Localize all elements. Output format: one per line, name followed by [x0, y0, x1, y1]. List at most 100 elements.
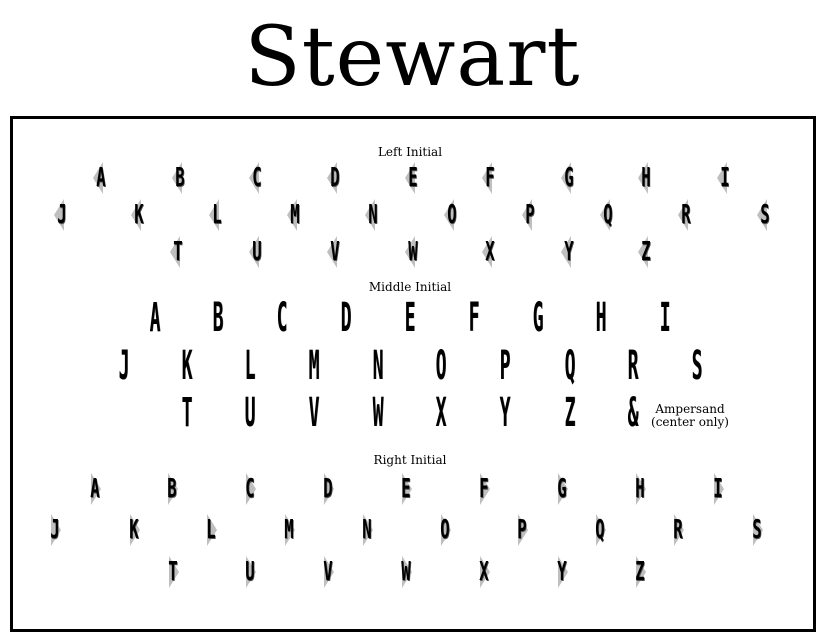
middle-initial-glyph: W [372, 390, 384, 436]
left-initial-glyph: C [252, 163, 262, 193]
left-initial-glyph: X [485, 237, 495, 267]
right-initial-glyph: C [245, 474, 255, 504]
left-initial-triangle-icon [249, 162, 259, 194]
right-initial-triangle-icon [674, 514, 684, 546]
right-initial-triangle-icon [246, 556, 256, 588]
specimen-frame [10, 116, 816, 632]
right-initial-triangle-icon [91, 473, 101, 505]
middle-initial-glyph: F [468, 295, 480, 341]
middle-initial-glyph: I [659, 295, 671, 341]
right-initial-triangle-icon [596, 514, 606, 546]
left-initial-glyph: V [330, 237, 340, 267]
left-initial-triangle-icon [482, 162, 492, 194]
left-initial-glyph: Z [641, 237, 651, 267]
middle-initial-glyph: K [181, 343, 193, 389]
left-initial-glyph: O [447, 200, 457, 230]
middle-initial-glyph: Z [564, 390, 576, 436]
left-initial-glyph: D [330, 163, 340, 193]
right-initial-triangle-icon [168, 473, 178, 505]
left-initial-glyph: H [641, 163, 651, 193]
right-initial-triangle-icon [130, 514, 140, 546]
left-initial-triangle-icon [54, 199, 64, 231]
right-initial-triangle-icon [480, 473, 490, 505]
right-initial-glyph: X [479, 557, 489, 587]
right-initial-glyph: A [90, 474, 100, 504]
middle-initial-label: Middle Initial [368, 280, 452, 294]
left-initial-triangle-icon [249, 236, 259, 268]
left-initial-glyph: S [760, 200, 770, 230]
right-initial-glyph: S [752, 515, 762, 545]
right-initial-glyph: O [440, 515, 450, 545]
right-initial-glyph: B [167, 474, 177, 504]
left-initial-glyph: K [134, 200, 144, 230]
right-initial-triangle-icon [480, 556, 490, 588]
middle-initial-glyph: Q [564, 343, 576, 389]
left-initial-glyph: Y [564, 237, 574, 267]
ampersand-note: Ampersand (center only) [651, 403, 729, 429]
right-initial-triangle-icon [402, 473, 412, 505]
right-initial-glyph: F [479, 474, 489, 504]
right-initial-triangle-icon [246, 473, 256, 505]
middle-initial-glyph: V [308, 390, 320, 436]
middle-initial-glyph: N [372, 343, 384, 389]
middle-initial-glyph: G [532, 295, 544, 341]
left-initial-triangle-icon [678, 199, 688, 231]
right-initial-glyph: V [323, 557, 333, 587]
page-title: Stewart [244, 10, 581, 105]
left-initial-triangle-icon [561, 236, 571, 268]
middle-initial-glyph: D [340, 295, 352, 341]
left-initial-triangle-icon [327, 236, 337, 268]
right-initial-triangle-icon [402, 556, 412, 588]
left-initial-triangle-icon [365, 199, 375, 231]
middle-initial-glyph: O [435, 343, 447, 389]
right-initial-triangle-icon [518, 514, 528, 546]
right-initial-glyph: T [168, 557, 178, 587]
left-initial-triangle-icon [600, 199, 610, 231]
right-initial-triangle-icon [558, 473, 568, 505]
middle-initial-glyph: S [691, 343, 703, 389]
right-initial-triangle-icon [441, 514, 451, 546]
middle-initial-glyph: X [435, 390, 447, 436]
right-initial-triangle-icon [169, 556, 179, 588]
left-initial-glyph: B [175, 163, 185, 193]
right-initial-glyph: P [517, 515, 527, 545]
middle-initial-glyph: R [627, 343, 639, 389]
left-initial-triangle-icon [444, 199, 454, 231]
left-initial-glyph: L [212, 200, 222, 230]
left-initial-triangle-icon [757, 199, 767, 231]
left-initial-glyph: E [408, 163, 418, 193]
right-initial-triangle-icon [363, 514, 373, 546]
right-initial-triangle-icon [558, 556, 568, 588]
left-initial-label: Left Initial [377, 145, 443, 159]
middle-initial-glyph: J [118, 343, 130, 389]
left-initial-glyph: U [252, 237, 262, 267]
right-initial-glyph: N [362, 515, 372, 545]
left-initial-triangle-icon [172, 162, 182, 194]
left-initial-triangle-icon [717, 162, 727, 194]
right-initial-glyph: Q [595, 515, 605, 545]
middle-initial-glyph: A [149, 295, 161, 341]
left-initial-glyph: N [368, 200, 378, 230]
middle-initial-glyph: H [595, 295, 607, 341]
left-initial-glyph: Q [603, 200, 613, 230]
middle-initial-glyph: E [404, 295, 416, 341]
right-initial-triangle-icon [324, 473, 334, 505]
right-initial-glyph: Y [557, 557, 567, 587]
middle-initial-glyph: & [627, 390, 639, 436]
right-initial-triangle-icon [51, 514, 61, 546]
left-initial-glyph: A [96, 163, 106, 193]
left-initial-triangle-icon [131, 199, 141, 231]
left-initial-triangle-icon [405, 162, 415, 194]
middle-initial-glyph: B [212, 295, 224, 341]
left-initial-glyph: I [720, 163, 730, 193]
right-initial-triangle-icon [753, 514, 763, 546]
right-initial-glyph: D [323, 474, 333, 504]
middle-initial-glyph: Y [499, 390, 511, 436]
middle-initial-glyph: C [276, 295, 288, 341]
middle-initial-glyph: P [499, 343, 511, 389]
left-initial-glyph: J [57, 200, 67, 230]
right-initial-triangle-icon [636, 556, 646, 588]
right-initial-glyph: L [206, 515, 216, 545]
left-initial-triangle-icon [209, 199, 219, 231]
left-initial-triangle-icon [170, 236, 180, 268]
